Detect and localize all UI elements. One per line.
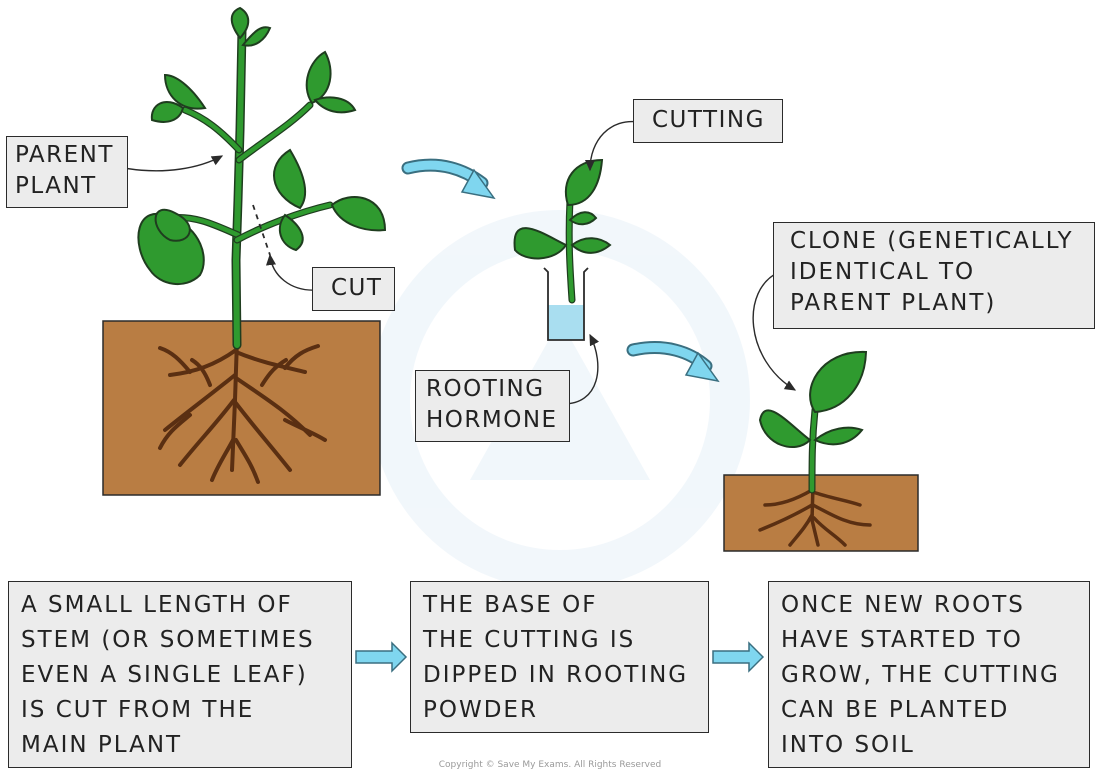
step-1-line-5: MAIN PLANT: [21, 732, 183, 758]
parent-plant-label: PARENT PLANT: [6, 136, 128, 208]
step-1-box: A SMALL LENGTH OF STEM (OR SOMETIMES EVE…: [8, 581, 352, 768]
step-1-line-2: STEM (OR SOMETIMES: [21, 627, 315, 653]
step-2-line-3: DIPPED IN ROOTING: [423, 662, 689, 688]
step-3-line-1: ONCE NEW ROOTS: [781, 592, 1025, 618]
step-3-line-2: HAVE STARTED TO: [781, 627, 1023, 653]
clone-label-line-3: PARENT PLANT): [790, 290, 997, 316]
step-3-line-4: CAN BE PLANTED: [781, 697, 1010, 723]
step-2-line-4: POWDER: [423, 697, 538, 723]
clone-label-line-2: IDENTICAL TO: [790, 259, 976, 285]
step-2-line-1: THE BASE OF: [423, 592, 598, 618]
leader-clone: [752, 271, 797, 391]
step-1-line-3: EVEN A SINGLE LEAF): [21, 662, 308, 688]
leader-parent-plant: [123, 155, 224, 172]
parent-plant-label-line-1: PARENT: [15, 142, 114, 168]
cutting-illustration: [513, 158, 612, 341]
process-arrow-2: [626, 341, 720, 383]
process-arrow-1: [401, 158, 496, 200]
clone-label-line-1: CLONE (GENETICALLY: [790, 228, 1074, 254]
leader-cut: [265, 253, 319, 291]
step-3-box: ONCE NEW ROOTS HAVE STARTED TO GROW, THE…: [768, 581, 1090, 768]
beaker-water: [548, 305, 584, 340]
cutting-label-text: CUTTING: [652, 107, 765, 133]
beaker: [543, 267, 589, 341]
cut-line: [252, 204, 271, 256]
step-3-line-5: INTO SOIL: [781, 732, 915, 758]
step-1-line-4: IS CUT FROM THE: [21, 697, 255, 723]
leader-cutting: [584, 120, 640, 172]
rooting-hormone-label: ROOTING HORMONE: [415, 370, 570, 442]
step-2-box: THE BASE OF THE CUTTING IS DIPPED IN ROO…: [410, 581, 709, 733]
cutting-label: CUTTING: [633, 99, 783, 143]
cut-label-text: CUT: [331, 275, 383, 301]
rooting-hormone-label-line-2: HORMONE: [426, 407, 558, 433]
step-2-line-2: THE CUTTING IS: [423, 627, 636, 653]
parent-roots: [158, 338, 327, 484]
step-3-line-3: GROW, THE CUTTING: [781, 662, 1060, 688]
parent-plant-label-line-2: PLANT: [15, 173, 97, 199]
step-arrow-2: [712, 641, 765, 673]
clone-soil-block: [723, 474, 919, 552]
step-1-line-1: A SMALL LENGTH OF: [21, 592, 293, 618]
clone-plant-illustration: [723, 350, 919, 552]
clone-label: CLONE (GENETICALLY IDENTICAL TO PARENT P…: [773, 222, 1095, 329]
leader-rooting-hormone: [561, 333, 600, 405]
parent-plant-illustration: [102, 6, 387, 496]
step-arrow-1: [355, 641, 408, 673]
copyright-notice: Copyright © Save My Exams. All Rights Re…: [438, 760, 662, 770]
cut-label: CUT: [312, 267, 395, 311]
rooting-hormone-label-line-1: ROOTING: [426, 376, 545, 402]
